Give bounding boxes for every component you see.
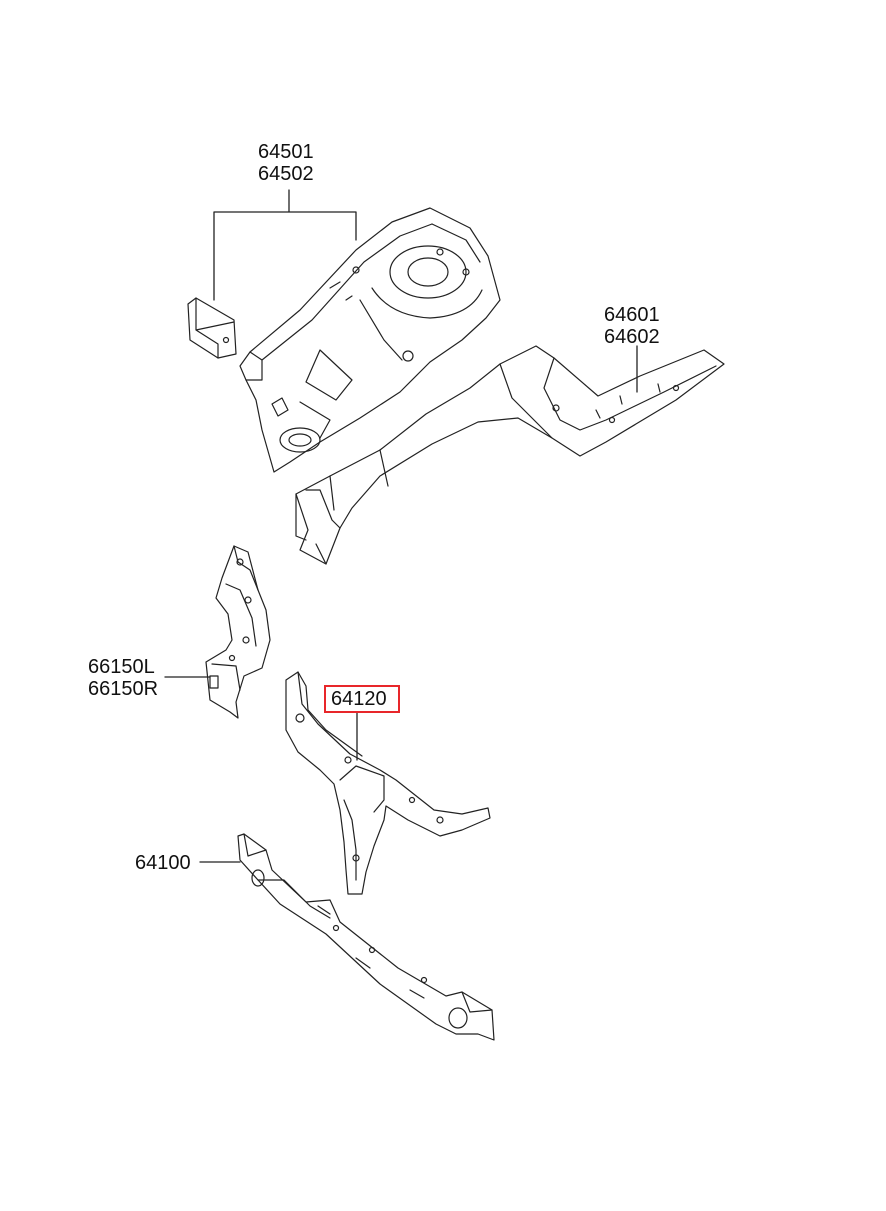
part-64601-side-member [295, 345, 725, 565]
part-66150-bracket [205, 545, 271, 719]
part-64501-wheelhouse-panel [187, 207, 501, 473]
highlight-box-64120[interactable] [324, 685, 400, 713]
label-64501: 64501 [258, 141, 314, 163]
label-64601: 64601 [604, 304, 660, 326]
label-64502: 64502 [258, 163, 314, 185]
part-64100-lower-rail [237, 833, 495, 1041]
part-64120-cross-member [285, 671, 491, 895]
label-64602: 64602 [604, 326, 660, 348]
label-66150R: 66150R [88, 678, 159, 700]
label-64120[interactable]: 64120 [331, 688, 387, 710]
label-66150L: 66150L [88, 656, 155, 678]
label-64100: 64100 [135, 852, 191, 874]
leader-64501-bracket [213, 189, 357, 301]
